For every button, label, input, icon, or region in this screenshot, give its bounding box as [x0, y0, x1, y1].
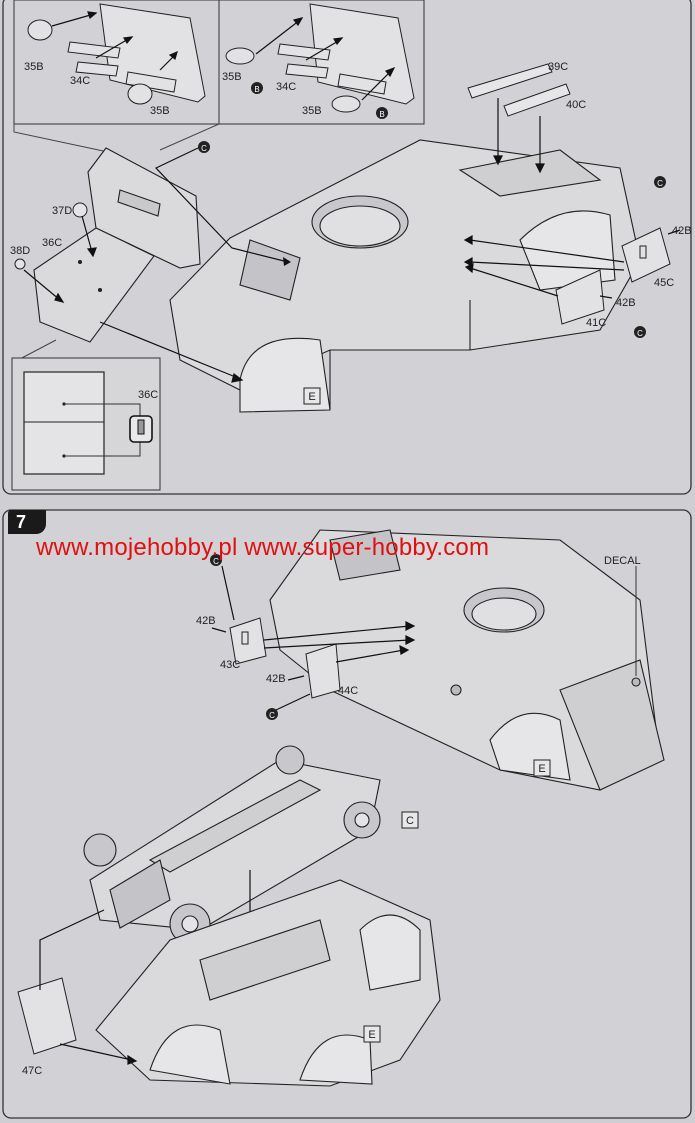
svg-text:C: C	[657, 179, 663, 188]
plate-36c	[33, 227, 155, 343]
label-39c: 39C	[548, 61, 568, 73]
marker-e-mid: E	[533, 759, 551, 777]
label-44c: 44C	[338, 685, 358, 697]
circled-c-bottom-2: C	[266, 708, 278, 720]
circled-b-marker-1: B	[251, 82, 263, 94]
label-40c: 40C	[566, 99, 586, 111]
inset-arrows	[51, 11, 396, 101]
hull-upper-main	[169, 139, 641, 413]
marker-c-chassis: C	[401, 811, 419, 829]
circled-c-top: C	[198, 141, 210, 153]
part-47c	[17, 977, 77, 1055]
svg-text:C: C	[213, 557, 219, 566]
label-42b-d: 42B	[266, 673, 286, 685]
part-44c	[305, 643, 341, 699]
label-45c: 45C	[654, 277, 674, 289]
step-number: 7	[8, 510, 46, 534]
svg-text:C: C	[637, 329, 643, 338]
watermark-text: www.mojehobby.pl www.super-hobby.com	[36, 534, 490, 561]
label-43c: 43C	[220, 659, 240, 671]
svg-text:E: E	[368, 1029, 375, 1041]
circled-b-marker-2: B	[376, 107, 388, 119]
marker-e-bottom: E	[363, 1025, 381, 1043]
part-43c	[229, 617, 267, 665]
label-35b-a: 35B	[24, 61, 44, 73]
svg-text:C: C	[269, 711, 275, 720]
label-36c: 36C	[42, 237, 62, 249]
inset-right-panel	[225, 3, 415, 113]
label-35b-c: 35B	[222, 71, 242, 83]
label-47c: 47C	[22, 1065, 42, 1077]
label-36c-detail: 36C	[138, 389, 158, 401]
label-42b-b: 42B	[616, 297, 636, 309]
circled-c-bottom-1: C	[210, 554, 222, 566]
part-41c	[555, 269, 605, 325]
hatch-panel-left	[87, 147, 201, 269]
chassis-c	[83, 745, 381, 945]
label-34c-a: 34C	[70, 75, 90, 87]
label-41c: 41C	[586, 317, 606, 329]
label-decal: DECAL	[604, 555, 641, 567]
label-37d: 37D	[52, 205, 72, 217]
svg-text:C: C	[406, 815, 414, 827]
svg-text:B: B	[254, 85, 259, 94]
label-34c-b: 34C	[276, 81, 296, 93]
detail-inset-36c: 36C	[11, 339, 161, 491]
circled-c-right-2: C	[634, 326, 646, 338]
label-35b-d: 35B	[302, 105, 322, 117]
label-42b-a: 42B	[672, 225, 692, 237]
svg-text:E: E	[538, 763, 545, 775]
hull-upper-step7	[269, 529, 665, 791]
circled-c-right-1: C	[654, 176, 666, 188]
parts-39c-40c	[467, 63, 571, 117]
inset-left-panel	[27, 3, 206, 105]
svg-text:E: E	[308, 391, 315, 403]
part-45c	[621, 227, 671, 283]
hull-lower-e	[95, 879, 441, 1087]
marker-e-top: E	[303, 387, 321, 405]
label-38d: 38D	[10, 245, 30, 257]
svg-text:B: B	[379, 110, 384, 119]
label-35b-b: 35B	[150, 105, 170, 117]
label-42b-c: 42B	[196, 615, 216, 627]
svg-text:C: C	[201, 144, 207, 153]
